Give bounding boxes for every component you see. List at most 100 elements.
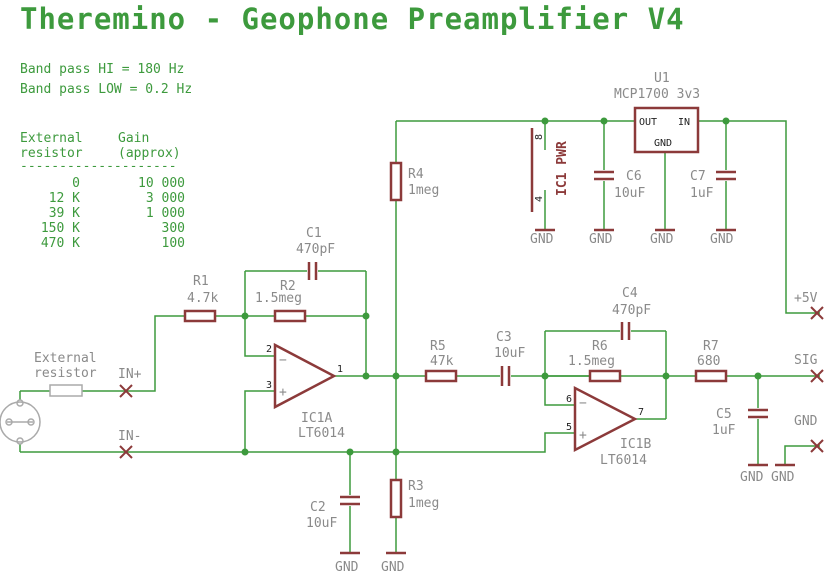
r1-ref: R1 [193, 274, 209, 289]
connector-in-minus [119, 445, 133, 459]
r5-ref: R5 [430, 339, 446, 354]
ic1a-pin1: 1 [337, 364, 343, 375]
c2-capacitor [340, 495, 360, 506]
ic1b-ref: IC1B [620, 437, 651, 452]
c5-value: 1uF [712, 423, 736, 438]
r7-ref: R7 [703, 339, 719, 354]
external-resistor-label-2: resistor [34, 366, 97, 381]
c5-ref: C5 [716, 407, 732, 422]
junction [346, 448, 354, 456]
gnd-label: GND [381, 560, 405, 575]
ic1b-pin5: 5 [566, 422, 572, 433]
ic1a-ref: IC1A [301, 411, 332, 426]
in-plus-label: IN+ [118, 367, 142, 382]
connector-sig [810, 369, 824, 383]
gain-table-separator: -------------------- [20, 159, 177, 174]
geophone-sensor-icon [0, 399, 41, 445]
c3-value: 10uF [494, 346, 525, 361]
gain-table-row-gain: 100 [161, 236, 185, 251]
gnd-label: GND [710, 232, 734, 247]
gnd-label: GND [740, 470, 764, 485]
c1-value: 470pF [296, 242, 335, 257]
r6-resistor [588, 369, 622, 383]
ic1b-value: LT6014 [600, 453, 647, 468]
ic1a-value: LT6014 [298, 426, 345, 441]
gain-table-row-resistor: 39 K [48, 206, 80, 221]
ic1b-pin7: 7 [638, 407, 644, 418]
gain-table-header-gain-1: Gain [118, 131, 150, 146]
c4-capacitor [620, 322, 631, 340]
gnd-label: GND [650, 232, 674, 247]
sig-label: SIG [794, 353, 818, 368]
gnd-label: GND [530, 232, 554, 247]
r4-ref: R4 [408, 167, 424, 182]
junction [241, 312, 249, 320]
r1-value: 4.7k [187, 291, 218, 306]
r5-resistor [424, 369, 458, 383]
diagram-title: Theremino - Geophone Preamplifier V4 [20, 2, 685, 36]
c2-value: 10uF [306, 516, 337, 531]
junction [541, 372, 549, 380]
r7-value: 680 [697, 354, 720, 369]
u1-value: MCP1700 3v3 [614, 87, 700, 102]
c4-ref: C4 [622, 286, 638, 301]
ic1b-minus-sign: − [579, 396, 587, 411]
in-minus-label: IN- [118, 429, 141, 444]
junction [722, 117, 730, 125]
gain-table-header-resistor-2: resistor [20, 146, 83, 161]
gain-table-header-gain-2: (approx) [118, 146, 181, 161]
gain-table-row-resistor: 150 K [40, 221, 80, 236]
r3-resistor [389, 478, 403, 519]
u1-regulator [633, 106, 700, 154]
plus5v-label: +5V [794, 291, 818, 306]
external-resistor [49, 384, 83, 397]
gain-table-row-gain: 10 000 [138, 176, 185, 191]
gain-table-header-resistor-1: External [20, 131, 83, 146]
gnd-connector-label: GND [794, 414, 818, 429]
junction [362, 372, 370, 380]
c3-ref: C3 [496, 330, 512, 345]
c6-value: 10uF [614, 186, 645, 201]
u1-pin-out: OUT [639, 117, 657, 128]
c1-ref: C1 [306, 226, 322, 241]
ic1a-minus-sign: − [279, 353, 287, 368]
ic1a-pin3: 3 [266, 380, 272, 391]
ic1a-pin2: 2 [266, 344, 272, 355]
wires [19, 120, 820, 553]
junction [392, 448, 400, 456]
gain-table-row-resistor: 12 K [48, 191, 80, 206]
gain-table-row-gain: 300 [161, 221, 185, 236]
junction [541, 117, 549, 125]
ic1b-pin6: 6 [566, 394, 572, 405]
r2-value: 1.5meg [255, 291, 302, 306]
junction [662, 372, 670, 380]
c7-value: 1uF [690, 186, 714, 201]
junction [754, 372, 762, 380]
c6-capacitor [594, 170, 614, 181]
gain-table-row-gain: 3 000 [145, 191, 185, 206]
gnd-label: GND [771, 470, 795, 485]
c2-ref: C2 [310, 500, 326, 515]
r6-value: 1.5meg [568, 354, 615, 369]
ic1-pwr-pin4: 4 [534, 196, 545, 202]
r1-resistor [183, 309, 217, 323]
ic1-pwr-label: IC1 PWR [555, 141, 570, 196]
r7-resistor [694, 369, 728, 383]
c3-capacitor [500, 366, 511, 386]
ground-symbols [340, 228, 795, 555]
junction [392, 372, 400, 380]
c7-capacitor [716, 170, 736, 181]
gnd-label: GND [589, 232, 613, 247]
r2-ref: R2 [280, 279, 296, 294]
junction [362, 312, 370, 320]
gain-table-row-resistor: 470 K [40, 236, 80, 251]
ic1a-plus-sign: + [279, 385, 287, 400]
gnd-label: GND [335, 560, 359, 575]
r2-resistor [273, 309, 307, 323]
r3-ref: R3 [408, 479, 424, 494]
ic1b-opamp [573, 385, 638, 453]
connector-plus5v [810, 306, 824, 320]
connector-in-plus [119, 384, 133, 398]
r6-ref: R6 [592, 339, 608, 354]
